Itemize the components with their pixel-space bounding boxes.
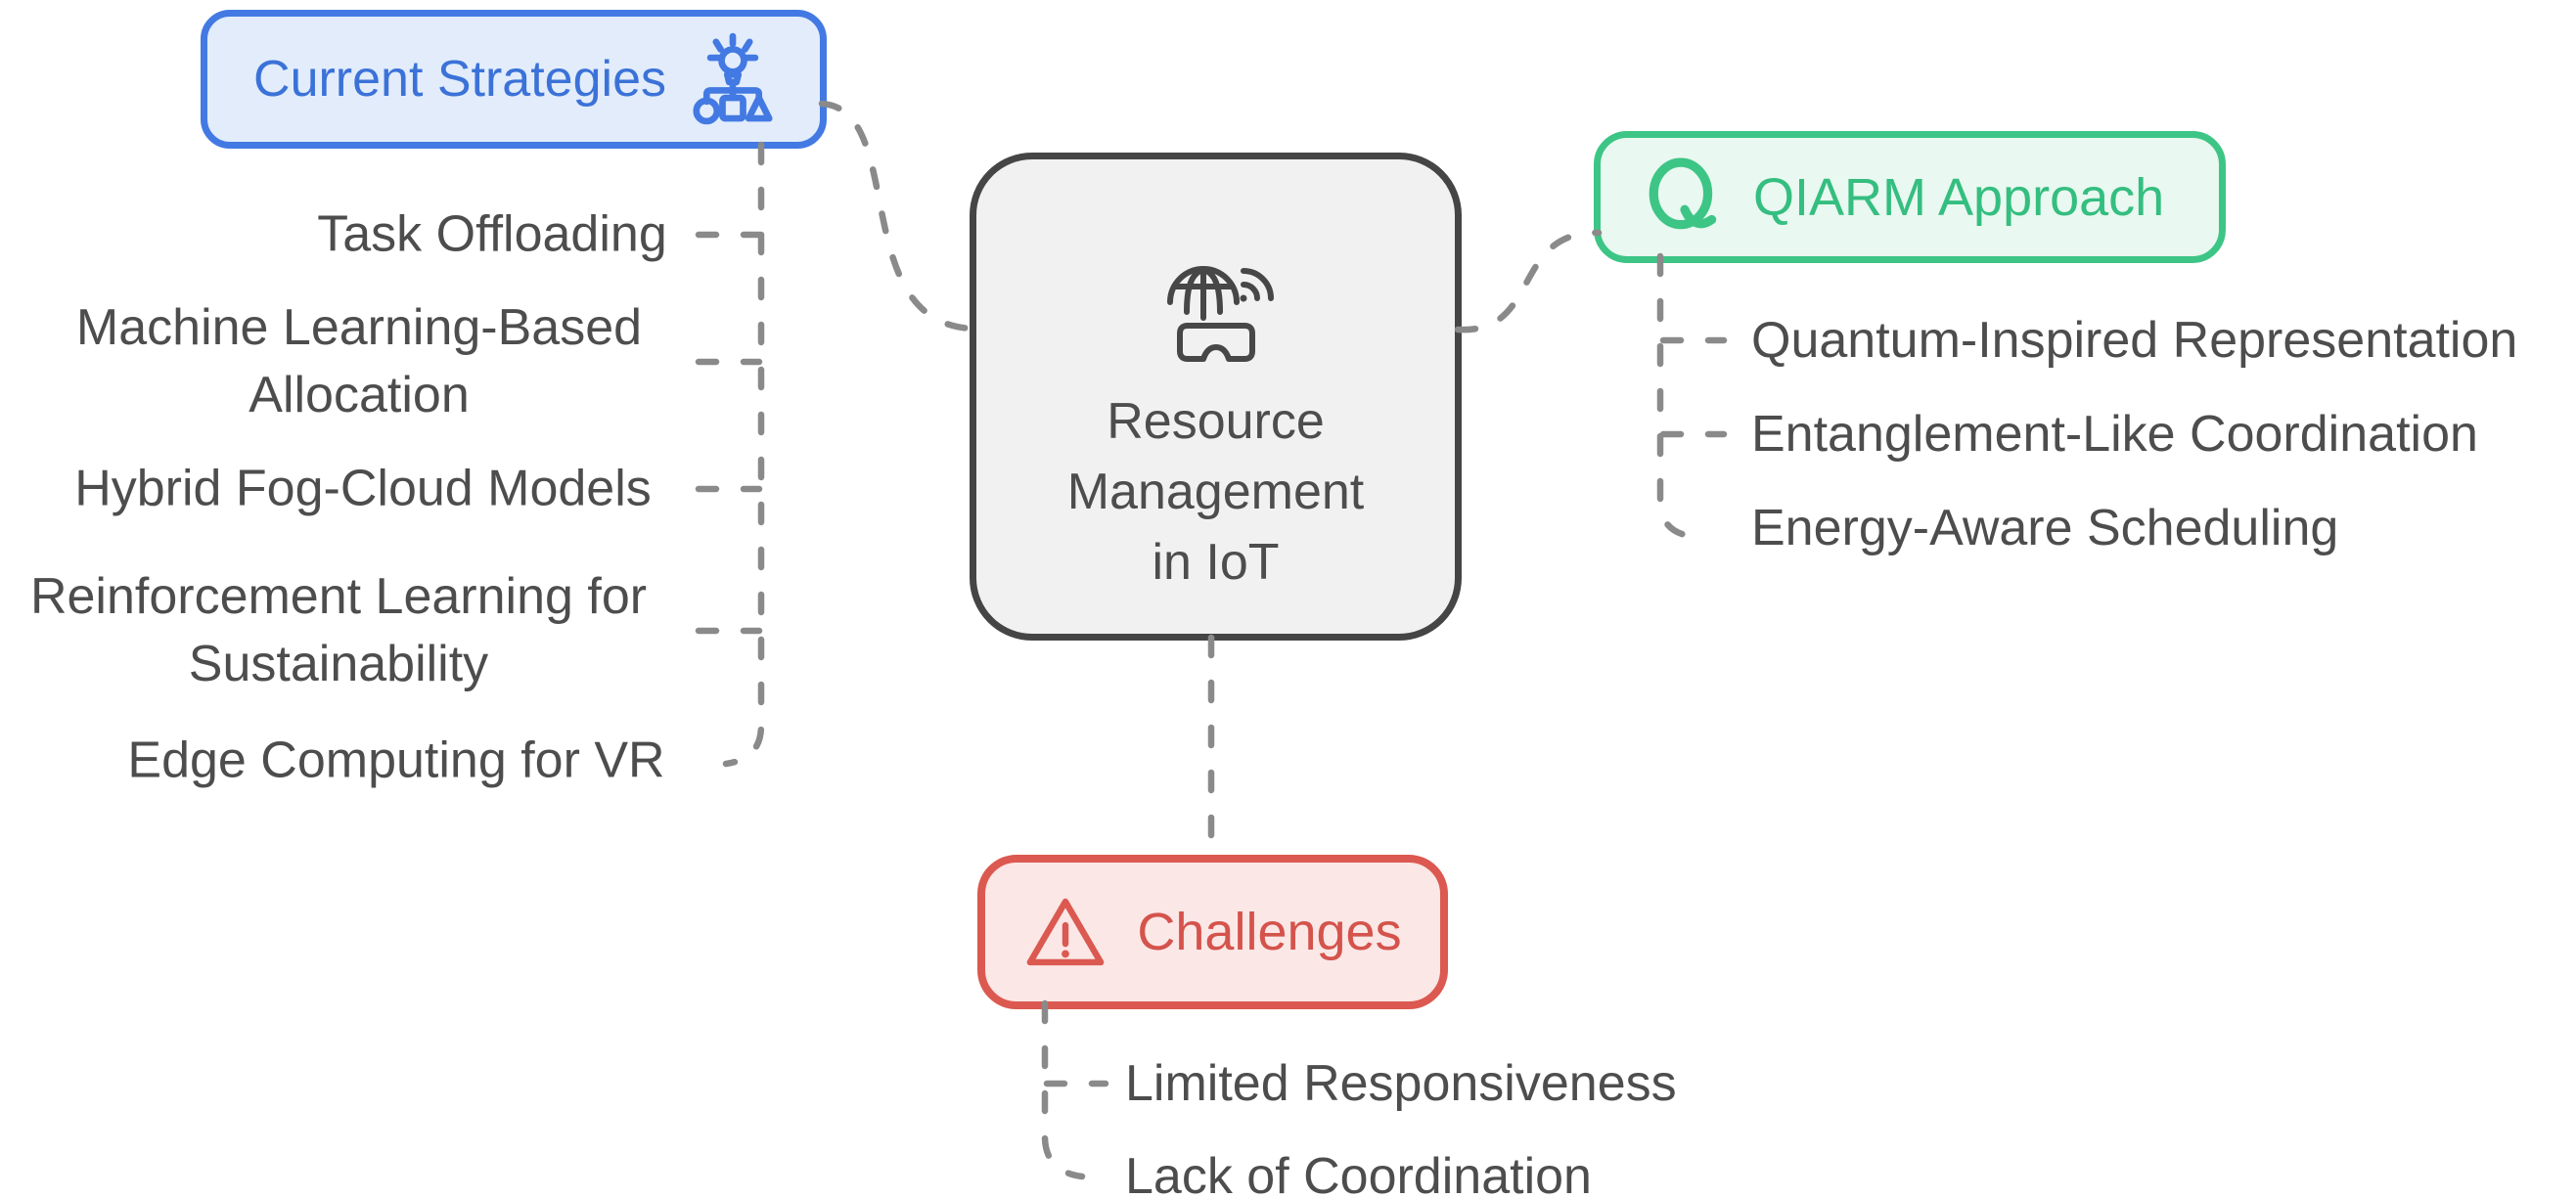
- item-lack-of-coordination: Lack of Coordination: [1125, 1148, 1592, 1198]
- current-strategies-label: Current Strategies: [253, 51, 666, 108]
- node-challenges: Challenges: [977, 855, 1448, 1009]
- q-letter-icon: [1649, 157, 1717, 229]
- item-reinforcement-learning-sustainability: Reinforcement Learning for Sustainabilit…: [29, 568, 648, 692]
- rail-qiarm: [1656, 252, 1700, 541]
- center-title-line: Management: [1066, 464, 1365, 520]
- item-limited-responsiveness: Limited Responsiveness: [1125, 1055, 1677, 1112]
- item-energy-aware-scheduling: Energy-Aware Scheduling: [1751, 500, 2339, 556]
- warning-triangle-icon: [1027, 898, 1105, 966]
- item-quantum-inspired-representation: Quantum-Inspired Representation: [1751, 312, 2518, 369]
- connector-current-strategies-to-center: [818, 100, 976, 333]
- item-edge-computing-for-vr: Edge Computing for VR: [127, 732, 665, 789]
- qiarm-approach-label: QIARM Approach: [1753, 167, 2165, 227]
- iot-globe-vr-headset-icon: [1166, 266, 1274, 362]
- idea-strategy-tree-icon: [693, 32, 773, 125]
- item-entanglement-like-coordination: Entanglement-Like Coordination: [1751, 406, 2478, 463]
- node-qiarm-approach: QIARM Approach: [1594, 131, 2226, 263]
- rail-current-strategies: [722, 141, 765, 768]
- node-current-strategies: Current Strategies: [201, 10, 827, 149]
- item-task-offloading: Task Offloading: [317, 205, 667, 263]
- item-hybrid-fog-cloud-models: Hybrid Fog-Cloud Models: [74, 460, 652, 517]
- center-title-line: Resource: [1107, 393, 1325, 450]
- center-node-title: Resource Management in IoT: [1067, 386, 1365, 598]
- item-machine-learning-based-allocation: Machine Learning-Based Allocation: [75, 299, 643, 423]
- rail-challenges: [1041, 999, 1086, 1180]
- node-resource-management-iot: Resource Management in IoT: [970, 153, 1462, 641]
- center-title-line: in IoT: [1152, 534, 1280, 591]
- connector-center-to-qiarm: [1454, 229, 1603, 333]
- challenges-label: Challenges: [1137, 903, 1402, 961]
